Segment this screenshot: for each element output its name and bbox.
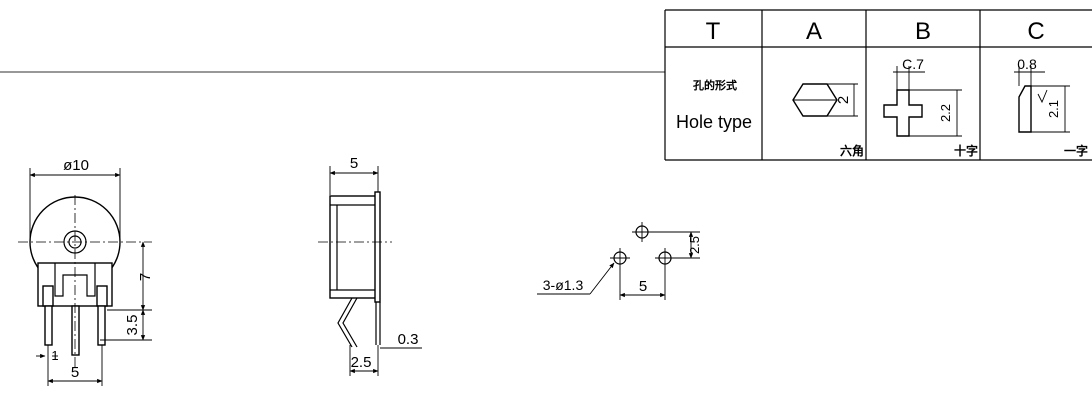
cross-hole-shape bbox=[883, 66, 962, 137]
cross-height-dim: 2.2 bbox=[938, 104, 953, 122]
hex-label: 六角 bbox=[840, 143, 864, 158]
front-view bbox=[18, 168, 152, 386]
cross-width-dim: C.7 bbox=[902, 56, 924, 72]
front-diameter-dim: ø10 bbox=[63, 157, 89, 174]
hole-pattern bbox=[537, 222, 700, 300]
hole-callout: 3-ø1.3 bbox=[543, 277, 584, 293]
header-a: A bbox=[806, 18, 822, 45]
hex-hole-shape bbox=[792, 83, 858, 117]
side-lead-thickness-dim: 0.3 bbox=[398, 331, 419, 348]
front-pitch-dim: 5 bbox=[71, 364, 79, 381]
slot-hole-shape bbox=[1014, 66, 1070, 133]
hole-spacing-h-dim: 5 bbox=[639, 278, 647, 295]
side-thickness-dim: 5 bbox=[350, 155, 358, 172]
hole-spacing-v-dim: 2.5 bbox=[687, 236, 702, 254]
side-view bbox=[318, 166, 422, 376]
row-label-cn: 孔的形式 bbox=[693, 78, 737, 92]
header-c: C bbox=[1027, 18, 1044, 45]
cross-label: 十字 bbox=[954, 143, 978, 158]
side-lead-offset-dim: 2.5 bbox=[351, 354, 372, 371]
hole-type-table: T A B C 孔的形式 Hole type 2 六角 C.7 2.2 十字 bbox=[664, 9, 1092, 161]
hex-dim: 2 bbox=[835, 96, 852, 104]
slot-height-dim: 2.1 bbox=[1046, 100, 1061, 118]
front-pin-width-dim: 1 bbox=[51, 348, 58, 363]
slot-width-dim: 0.8 bbox=[1017, 56, 1037, 72]
row-label-en: Hole type bbox=[676, 112, 752, 132]
front-leg-offset-dim: 3.5 bbox=[124, 315, 141, 336]
header-b: B bbox=[915, 18, 931, 45]
slot-label: 一字 bbox=[1064, 143, 1088, 158]
front-height-dim: 7 bbox=[137, 273, 154, 281]
header-t: T bbox=[706, 18, 721, 45]
